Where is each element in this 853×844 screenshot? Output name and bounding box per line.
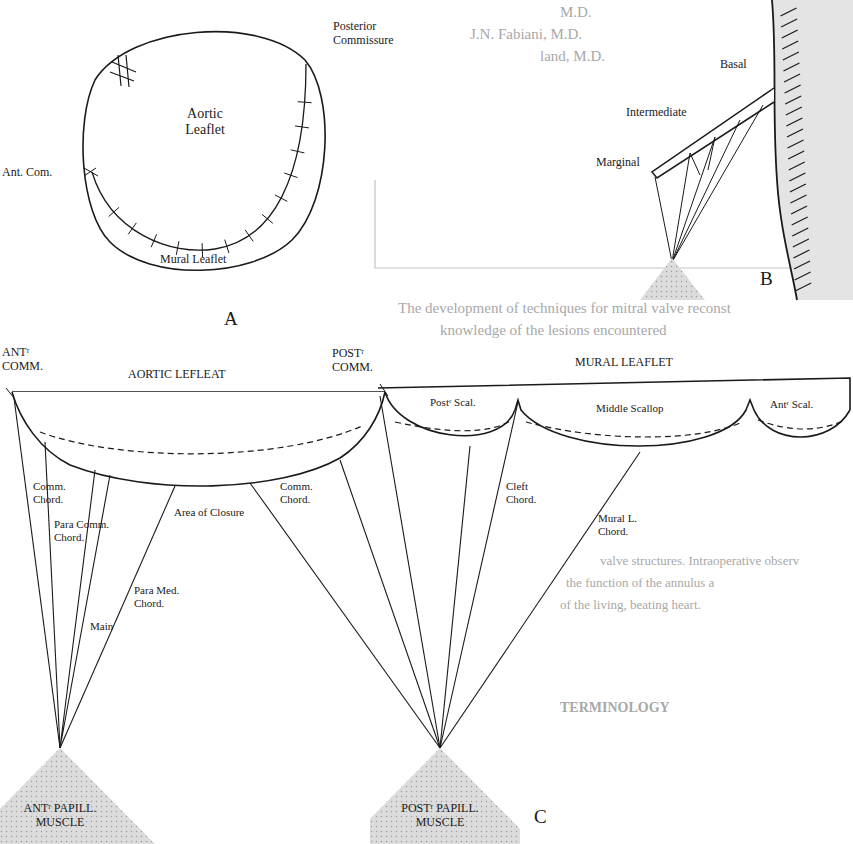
- background-text: knowledge of the lesions encountered: [440, 322, 667, 339]
- commissure-label: ANTʳ COMM.: [2, 346, 44, 374]
- commissure-label: Ant. Com.: [2, 166, 52, 180]
- valve-opened-view: [6, 378, 850, 486]
- panel-letter: A: [224, 308, 238, 330]
- background-text: land, M.D.: [540, 48, 605, 65]
- zone-label: Marginal: [596, 156, 640, 170]
- panel-letter: C: [534, 806, 547, 828]
- scallop-label: Antʳ Scal.: [770, 398, 813, 411]
- chord-label: Cleft Chord.: [506, 480, 548, 505]
- commissure-label: Posterior Commissure: [333, 20, 413, 48]
- scallop-label: Postʳ Scal.: [430, 396, 476, 409]
- panel-letter: B: [760, 268, 773, 290]
- commissure-label: POSTʳ COMM.: [332, 347, 380, 375]
- background-text: M.D.: [560, 4, 592, 21]
- leaflet-label: Mural Leaflet: [160, 253, 226, 267]
- background-text: TERMINOLOGY: [560, 700, 670, 716]
- leaflet-label: MURAL LEAFLET: [575, 356, 673, 370]
- chord-label: Comm. Chord.: [33, 480, 75, 505]
- background-text: valve structures. Intraoperative observ: [600, 554, 799, 569]
- background-text: the function of the annulus a: [566, 576, 714, 591]
- zone-label: Intermediate: [626, 106, 687, 120]
- background-text: The development of techniques for mitral…: [398, 300, 731, 317]
- leaflet-label: AORTIC LEFLEAT: [128, 368, 226, 382]
- chord-label: Para Comm. Chord.: [54, 518, 116, 543]
- scallop-label: Middle Scallop: [596, 402, 664, 415]
- chord-label: Para Med. Chord.: [134, 584, 189, 609]
- background-text: J.N. Fabiani, M.D.: [470, 26, 582, 43]
- chordae: [14, 396, 640, 748]
- zone-label: Basal: [720, 58, 747, 72]
- muscle-label: POSTʳ PAPILL. MUSCLE: [400, 802, 480, 830]
- background-text: of the living, beating heart.: [560, 598, 701, 613]
- valve-top-view: [83, 32, 325, 271]
- muscle-label: ANTʳ PAPILL. MUSCLE: [20, 802, 100, 830]
- chord-label: Comm. Chord.: [280, 480, 330, 505]
- papillary-muscle: POSTʳ PAPILL. MUSCLE: [370, 745, 520, 844]
- leaflet-label: Aortic Leaflet: [170, 106, 240, 138]
- papillary-muscle: ANTʳ PAPILL. MUSCLE: [0, 745, 160, 844]
- chord-label: Main: [90, 620, 113, 633]
- chord-label: Mural L. Chord.: [598, 512, 658, 537]
- closure-label: Area of Closure: [174, 506, 244, 519]
- leaflet-section: [640, 0, 853, 300]
